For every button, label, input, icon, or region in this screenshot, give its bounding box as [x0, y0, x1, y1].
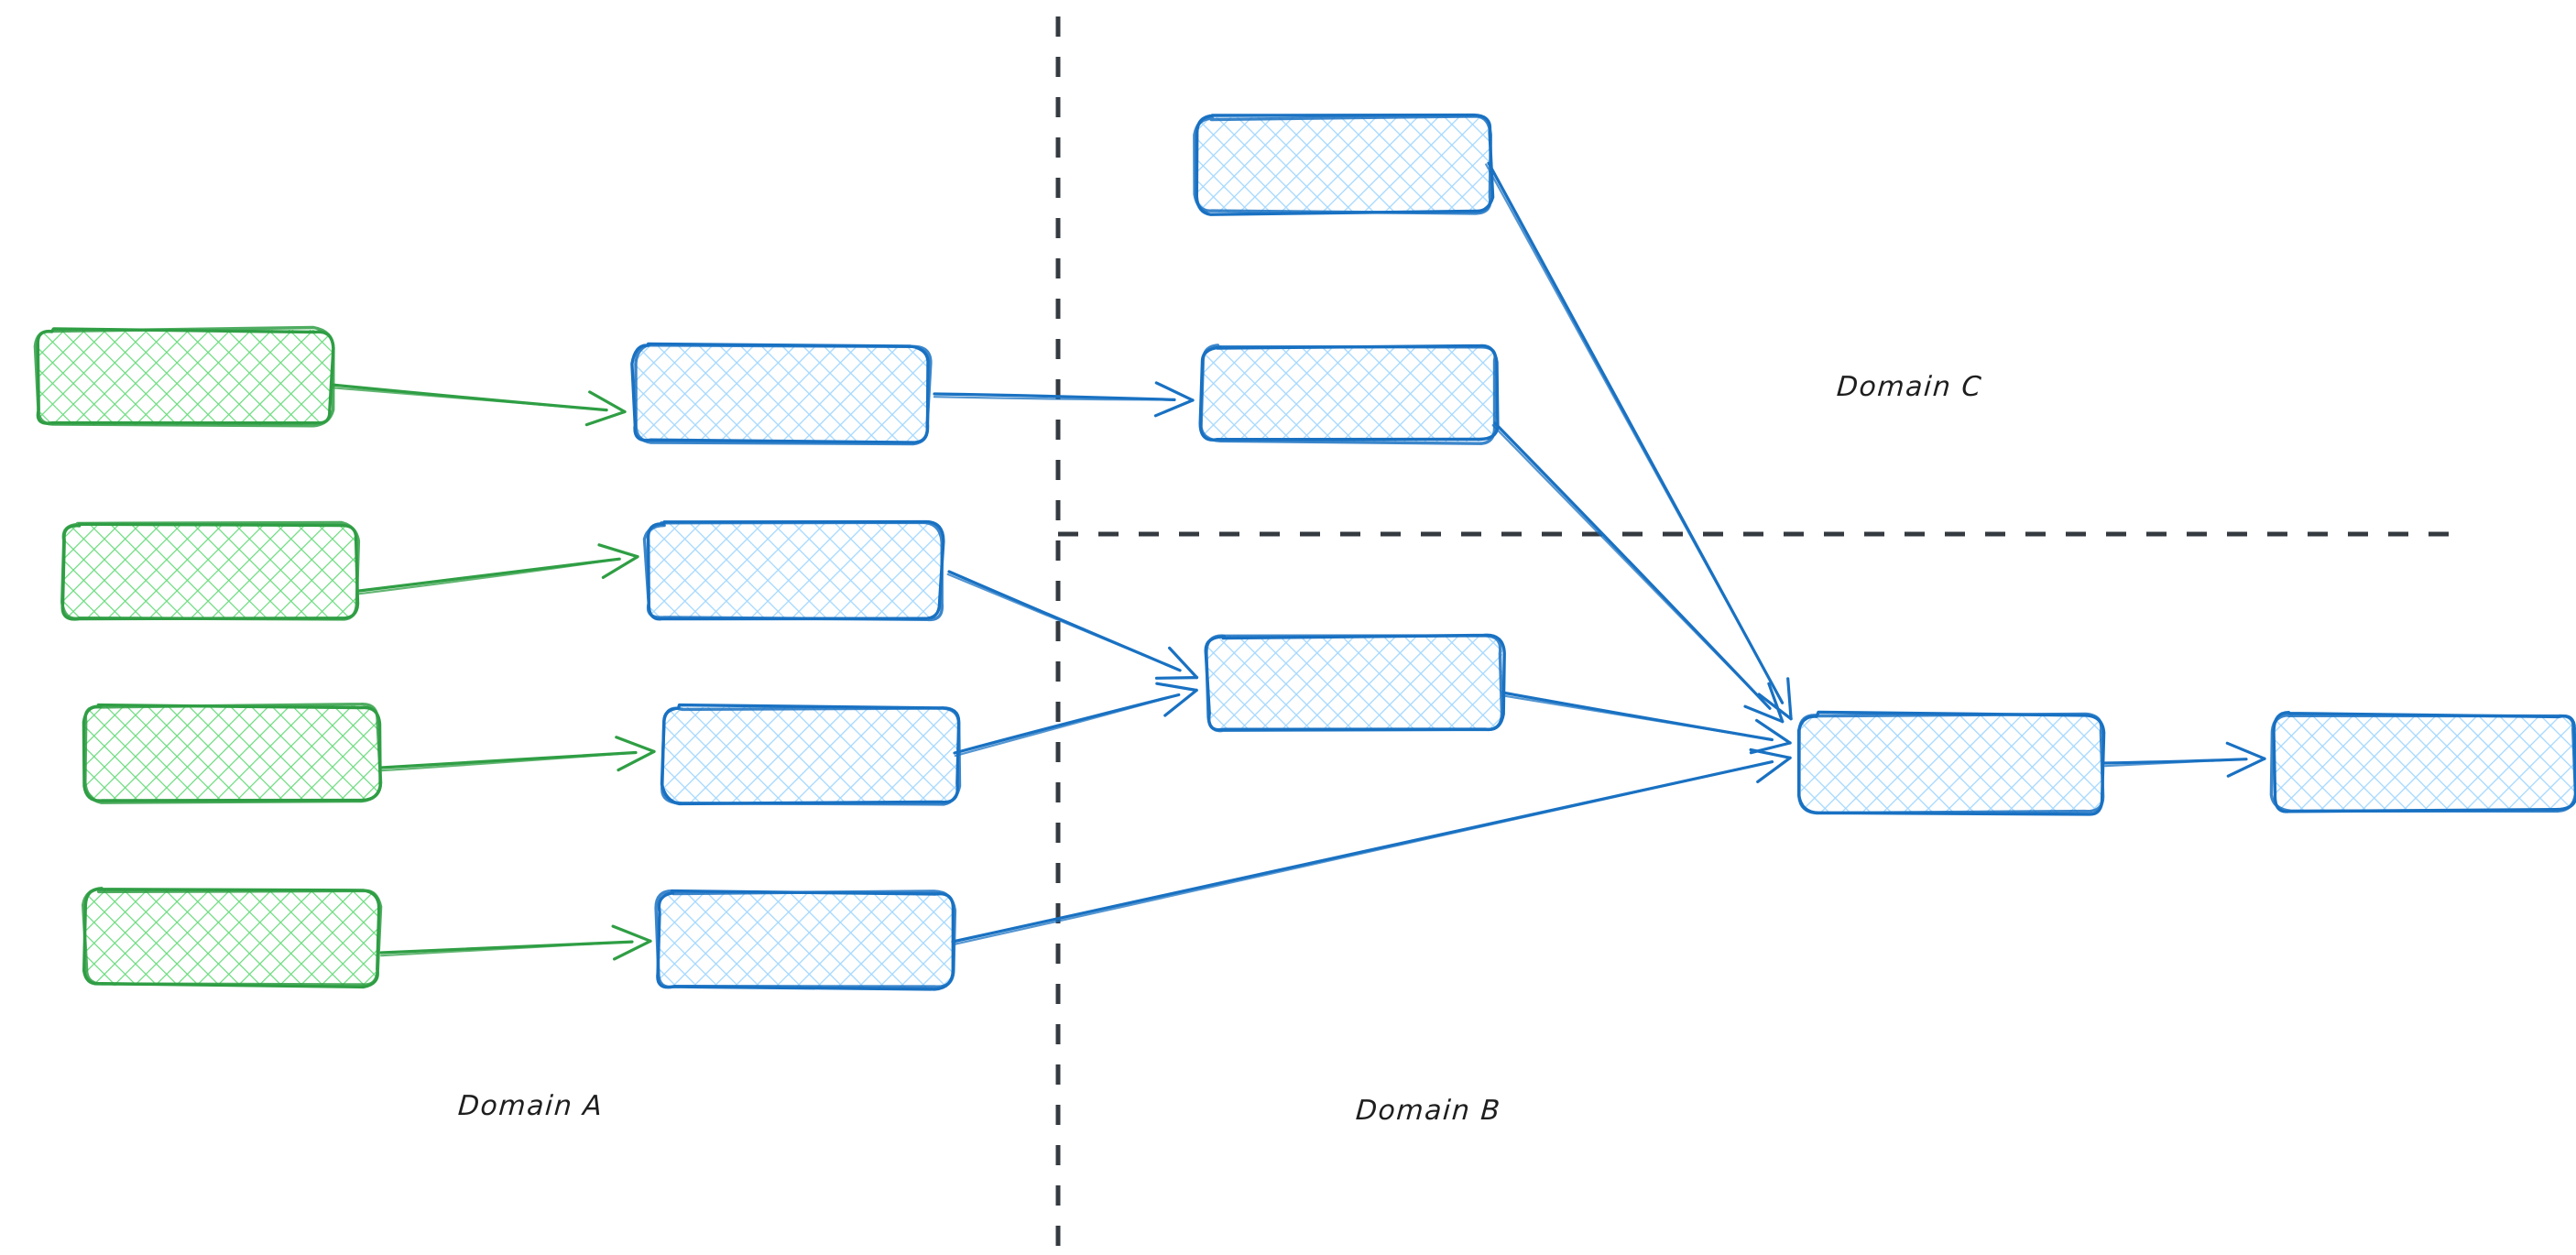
- edge-b4-e1[interactable]: [951, 748, 1792, 946]
- node-fill: [663, 707, 958, 802]
- edge-a1-b1[interactable]: [330, 383, 627, 427]
- edge-arrowhead: [601, 555, 639, 579]
- edge-c1-e1[interactable]: [1485, 161, 1793, 721]
- node-fill: [658, 893, 953, 988]
- edge-line: [2104, 758, 2248, 768]
- edge-line: [380, 941, 634, 957]
- edge-b1-c2[interactable]: [933, 381, 1195, 418]
- node-fill: [84, 705, 379, 801]
- edge-line: [1491, 424, 1772, 710]
- node-a1[interactable]: [33, 325, 335, 428]
- node-b3[interactable]: [660, 703, 962, 806]
- edge-arrowhead: [617, 749, 656, 772]
- node-a4[interactable]: [82, 886, 383, 989]
- node-fill: [84, 890, 379, 986]
- node-d1[interactable]: [1204, 633, 1506, 733]
- node-a3[interactable]: [82, 702, 383, 804]
- edge-arrowhead: [1163, 688, 1198, 717]
- node-outline: [642, 520, 944, 622]
- edge-arrowhead: [2225, 741, 2266, 760]
- node-outline: [660, 706, 962, 806]
- edge-arrowhead: [1767, 682, 1785, 724]
- node-outline: [83, 702, 383, 804]
- edge-arrowhead: [1154, 381, 1195, 402]
- edge-arrowhead: [613, 939, 652, 961]
- edge-arrowhead: [1757, 693, 1793, 721]
- node-outline: [630, 342, 930, 444]
- node-outline: [1797, 712, 2105, 815]
- edge-arrowhead: [597, 543, 639, 559]
- label-domain-b: Domain B: [1354, 1095, 1502, 1127]
- node-c2[interactable]: [1198, 344, 1500, 445]
- edge-e1-f1[interactable]: [2103, 741, 2266, 778]
- edge-arrowhead: [584, 409, 627, 427]
- edge-arrowhead: [615, 736, 656, 753]
- node-outline: [60, 520, 361, 621]
- node-outline: [654, 889, 957, 989]
- node-outline: [1199, 344, 1497, 445]
- edge-arrowhead: [1756, 756, 1792, 783]
- node-b1[interactable]: [630, 342, 933, 446]
- edge-arrowhead: [1749, 741, 1792, 755]
- node-b4[interactable]: [654, 889, 957, 991]
- node-outline: [2269, 713, 2576, 813]
- node-fill: [37, 330, 332, 425]
- label-domain-c: Domain C: [1835, 371, 1984, 403]
- edge-line: [358, 558, 621, 595]
- edge-c2-e1[interactable]: [1491, 421, 1785, 724]
- label-domain-a: Domain A: [456, 1090, 605, 1122]
- edges-group: [330, 161, 2266, 961]
- dividers-group: [1055, 16, 2460, 1246]
- edge-arrowhead: [588, 390, 627, 414]
- edge-line: [952, 760, 1774, 946]
- edge-arrowhead: [1155, 682, 1198, 693]
- edge-line: [330, 387, 608, 411]
- node-fill: [1801, 715, 2103, 813]
- edge-b2-d1[interactable]: [946, 570, 1199, 680]
- edge-arrowhead: [1755, 718, 1792, 745]
- node-b2[interactable]: [642, 519, 945, 622]
- node-e1[interactable]: [1796, 710, 2106, 816]
- node-fill: [647, 524, 942, 619]
- node-outline: [1193, 115, 1492, 215]
- node-outline: [33, 325, 335, 428]
- edge-a4-b4[interactable]: [379, 924, 652, 961]
- node-fill: [2274, 715, 2574, 812]
- edge-line: [1485, 163, 1784, 704]
- edge-b3-d1[interactable]: [953, 682, 1198, 758]
- edge-line: [946, 573, 1182, 671]
- node-fill: [1202, 346, 1497, 442]
- node-a2[interactable]: [60, 520, 361, 621]
- edge-arrowhead: [2226, 757, 2266, 778]
- edge-arrowhead: [1168, 646, 1199, 680]
- edge-arrowhead: [1154, 676, 1199, 680]
- edge-line: [1501, 694, 1774, 741]
- edge-arrowhead: [1153, 398, 1195, 418]
- node-c1[interactable]: [1193, 113, 1495, 216]
- node-fill: [1195, 117, 1490, 213]
- node-fill: [62, 525, 357, 620]
- edge-arrowhead: [1786, 677, 1793, 721]
- edge-arrowhead: [1743, 704, 1785, 724]
- edge-a2-b2[interactable]: [357, 543, 639, 595]
- edge-arrowhead: [611, 924, 652, 943]
- node-outline: [82, 886, 383, 987]
- edge-a3-b3[interactable]: [379, 736, 656, 772]
- node-fill: [1207, 636, 1502, 731]
- node-f1[interactable]: [2269, 711, 2576, 813]
- edge-line: [954, 693, 1180, 758]
- node-outline: [634, 342, 933, 446]
- node-outline: [1205, 634, 1504, 733]
- nodes-group: [33, 113, 2576, 991]
- edge-line: [380, 751, 638, 772]
- node-fill: [634, 346, 929, 442]
- edge-d1-e1[interactable]: [1501, 691, 1792, 755]
- edge-line: [933, 396, 1176, 401]
